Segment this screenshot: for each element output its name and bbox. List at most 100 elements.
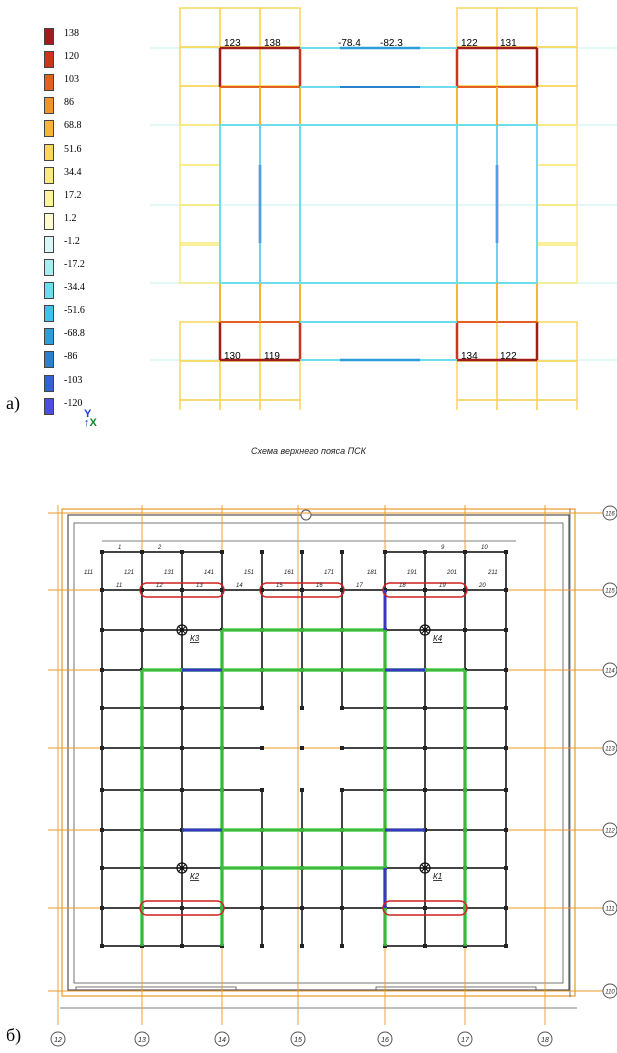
k-node-icon (177, 863, 187, 873)
member-label: 17 (356, 583, 363, 589)
beam-cell (259, 85, 301, 126)
legend-label: 138 (64, 28, 79, 39)
node (140, 588, 144, 592)
value-label: 123 (224, 38, 241, 49)
beam-cell (179, 46, 221, 87)
member-label: 11 (116, 583, 122, 589)
beam-cell (496, 46, 538, 87)
node (260, 788, 264, 792)
axis-bubble-icon (457, 1031, 473, 1047)
node (340, 588, 344, 592)
plan-beams (100, 550, 508, 948)
node (504, 588, 508, 592)
node (100, 944, 104, 948)
legend-label: -17.2 (64, 259, 85, 270)
k-node-icon (419, 624, 431, 636)
legend-swatch (44, 143, 54, 161)
axis-bubble-label: 18 (541, 1037, 549, 1044)
node (260, 706, 264, 710)
node (100, 788, 104, 792)
beam-cell (259, 399, 301, 410)
highlight-box (382, 900, 468, 916)
axis-bubble-label: 12 (54, 1037, 62, 1044)
member-label: 141 (204, 570, 214, 576)
axis-bubble-icon (290, 1031, 306, 1047)
legend-label: -120 (64, 397, 83, 409)
node (423, 788, 427, 792)
legend-label: -1.2 (64, 235, 80, 247)
member-label: 14 (236, 583, 243, 589)
beam-cell (496, 360, 538, 401)
node (300, 588, 304, 592)
member-label: 16 (316, 583, 323, 589)
node (504, 866, 508, 870)
axis-bubble-icon (377, 1031, 393, 1047)
node (504, 706, 508, 710)
member-label: 19 (439, 583, 446, 589)
member-label: 181 (367, 570, 377, 576)
node (383, 550, 387, 554)
node (463, 550, 467, 554)
member-label: 15 (276, 583, 283, 589)
beam-cell (179, 7, 221, 48)
legend-label: 120 (64, 51, 79, 63)
axis-bubble-label: 110 (605, 990, 615, 996)
node (423, 944, 427, 948)
legend-label: 17.2 (64, 189, 82, 201)
member-label: 151 (244, 570, 254, 576)
node (300, 550, 304, 554)
value-label: -78.4 (338, 38, 361, 49)
node (260, 746, 264, 750)
axis-bubble-label: 16 (381, 1037, 389, 1044)
node (260, 550, 264, 554)
node (100, 828, 104, 832)
axis-bubble-icon (602, 505, 617, 521)
beam-cell (536, 85, 578, 126)
k-node-icon (420, 863, 430, 873)
node (180, 944, 184, 948)
drawing-title: Схема верхнего пояса ПСК (251, 446, 366, 456)
legend-label: -68.8 (64, 328, 85, 340)
beam-cell (456, 399, 498, 410)
node (100, 866, 104, 870)
node (100, 906, 104, 910)
node (504, 944, 508, 948)
outer-frame (61, 508, 576, 997)
k-node-icon (176, 624, 188, 636)
node (300, 746, 304, 750)
panel-letter-a: а) (6, 393, 20, 413)
legend-swatch (44, 328, 54, 346)
axis-bubble-icon (602, 983, 617, 999)
node (180, 550, 184, 554)
value-label: 138 (264, 38, 281, 49)
member-label: 191 (407, 570, 417, 576)
node (300, 706, 304, 710)
k-label: К4 (433, 634, 443, 643)
legend-label: 103 (64, 74, 79, 86)
node (180, 906, 184, 910)
axis-bubble-icon (134, 1031, 150, 1047)
beam-cell (496, 399, 538, 410)
node (423, 746, 427, 750)
node (300, 788, 304, 792)
beam-cell (536, 360, 578, 401)
beam-cell (536, 399, 578, 410)
legend-label: -51.6 (64, 305, 85, 317)
k-label: К2 (190, 872, 200, 881)
beam-cell (219, 399, 261, 410)
node (260, 906, 264, 910)
legend-swatch (44, 189, 54, 207)
legend-swatch (44, 120, 54, 138)
node (504, 746, 508, 750)
axis-bubble-label: 13 (138, 1037, 146, 1044)
axis-bubble-label: 115 (605, 589, 615, 595)
axis-x-label: X (89, 417, 97, 429)
legend-label: 86 (64, 97, 74, 109)
member-label: 18 (399, 583, 406, 589)
beam-cell (179, 399, 221, 410)
beam-cell (536, 7, 578, 48)
node (423, 588, 427, 592)
